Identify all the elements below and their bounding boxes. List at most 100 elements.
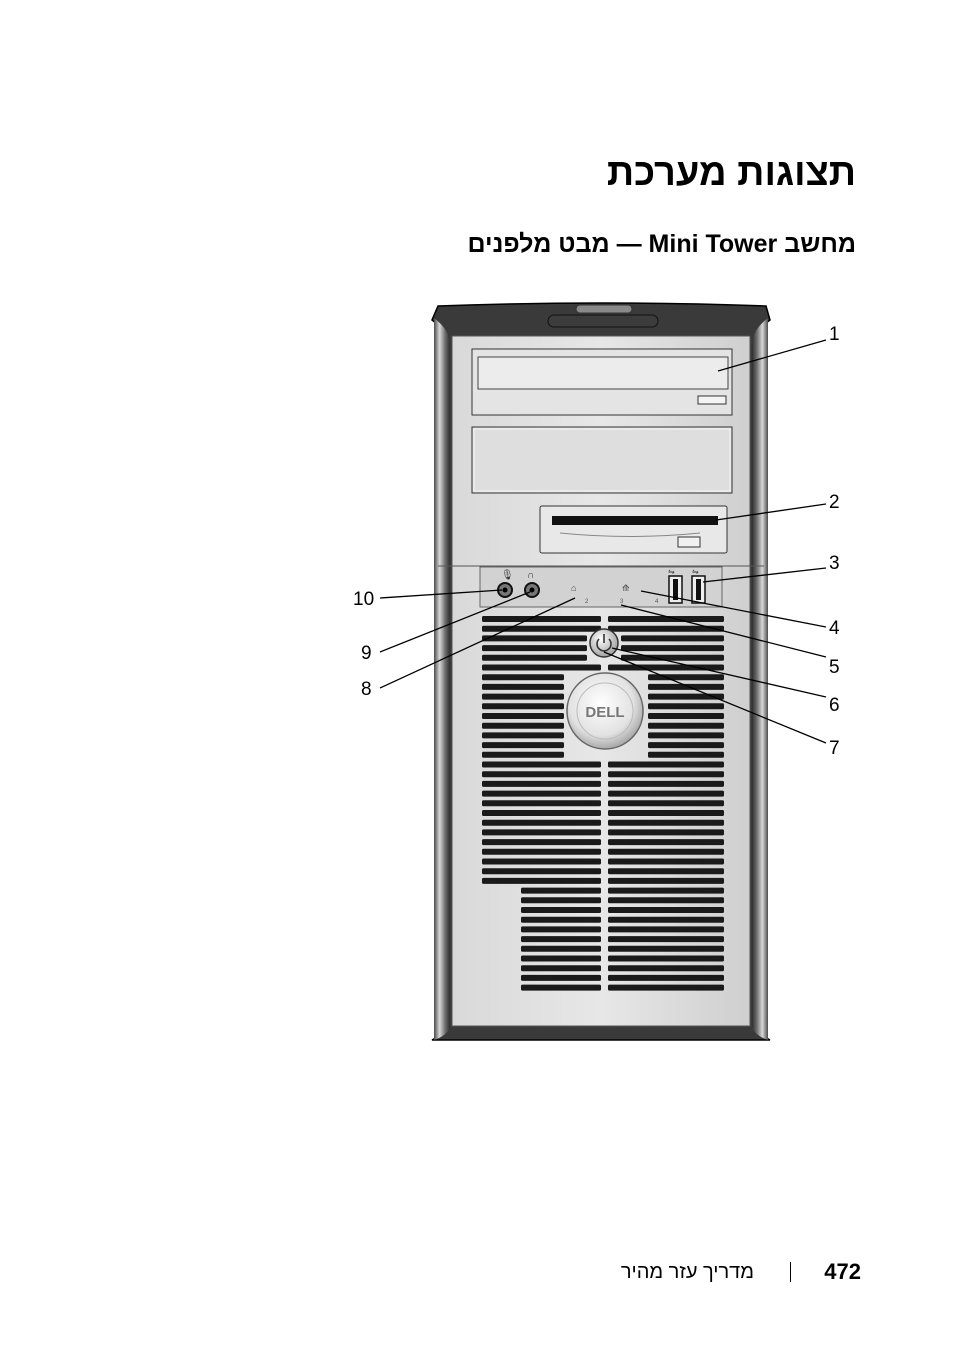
dell-logo-badge: DELL	[566, 672, 644, 750]
vent-slot	[648, 751, 724, 758]
callout-number-5: 5	[829, 657, 840, 678]
callout-number-8: 8	[361, 679, 372, 700]
vent-slot	[482, 664, 601, 671]
vent-slot	[482, 683, 564, 690]
vent-slot	[482, 771, 601, 778]
vent-slot	[608, 848, 724, 855]
vent-slot	[648, 703, 724, 710]
vent-slot	[482, 732, 564, 739]
callout-number-9: 9	[361, 643, 372, 664]
headphones-icon: ∩	[527, 570, 534, 581]
vent-slot	[521, 887, 601, 894]
vent-slot	[608, 897, 724, 904]
vent-slot	[521, 945, 601, 952]
usb-icon: ⇋	[692, 567, 699, 576]
network-icon: ⟰	[622, 583, 630, 593]
footer-separator	[790, 1262, 791, 1282]
vent-slot	[521, 897, 601, 904]
vent-slot	[608, 955, 724, 962]
dell-logo: DELL	[585, 704, 624, 721]
vent-slot	[521, 955, 601, 962]
vent-slot	[482, 751, 564, 758]
vent-slot	[608, 877, 724, 884]
vent-slot	[482, 722, 564, 729]
callout-number-2: 2	[829, 492, 840, 513]
vent-slot	[648, 693, 724, 700]
vent-slot	[608, 916, 724, 923]
vent-slot	[482, 625, 601, 632]
vent-slot	[482, 800, 601, 807]
vent-slot	[608, 790, 724, 797]
vent-slot	[608, 810, 724, 816]
vent-slot	[608, 761, 724, 768]
vent-slot	[608, 858, 724, 865]
vent-slot	[608, 945, 724, 952]
callout-leader-lines	[379, 339, 827, 744]
vent-slot	[482, 713, 564, 719]
vent-slot	[608, 771, 724, 778]
vent-slot	[648, 742, 724, 749]
callout-number-1: 1	[829, 324, 840, 345]
vent-slot	[482, 848, 601, 855]
optical-drive-bay-1	[471, 348, 733, 416]
callout-number-3: 3	[829, 553, 840, 574]
vent-slot	[482, 654, 587, 661]
section-subtitle: מחשב Mini Tower — מבט מלפנים	[467, 230, 856, 258]
vent-slot	[521, 916, 601, 923]
vent-slot	[482, 742, 564, 749]
vent-slot	[521, 926, 601, 933]
callout-number-10: 10	[353, 589, 374, 610]
vent-slot	[648, 722, 724, 729]
vent-slot	[482, 868, 601, 875]
vent-slot	[608, 800, 724, 807]
vent-slot	[608, 868, 724, 875]
vent-slot	[608, 616, 724, 622]
vent-slot	[482, 780, 601, 787]
vent-slot	[648, 683, 724, 690]
microphone-icon: 🎙	[501, 569, 514, 581]
vent-slot	[482, 674, 564, 681]
usb-icon: ⇋	[668, 567, 675, 576]
vent-slot	[482, 858, 601, 865]
ventilation-grille	[482, 616, 724, 991]
vent-slot	[482, 635, 587, 642]
vent-slot	[482, 839, 601, 846]
callout-number-4: 4	[829, 618, 840, 639]
diagnostic-led-number: 4	[655, 599, 659, 605]
power-icon	[596, 634, 612, 652]
computer-front-view-figure: 🎙 ∩ ⌂ ⟰ 2 3 4 ⇋ ⇋ DELL	[353, 302, 840, 1041]
floppy-drive	[539, 505, 728, 554]
vent-slot	[621, 635, 724, 642]
vent-slot	[608, 887, 724, 894]
callout-number-7: 7	[829, 738, 840, 759]
vent-slot	[521, 974, 601, 981]
vent-slot	[521, 936, 601, 943]
vent-slot	[608, 819, 724, 826]
front-io-panel: 🎙 ∩ ⌂ ⟰ 2 3 4 ⇋ ⇋	[479, 566, 723, 608]
vent-slot	[482, 790, 601, 797]
vent-slot	[608, 974, 724, 981]
hard-drive-activity-icon: ⌂	[571, 583, 576, 593]
vent-slot	[482, 645, 587, 652]
vent-slot	[482, 829, 601, 836]
vent-slot	[521, 907, 601, 913]
vent-slot	[621, 645, 724, 652]
callout-number-6: 6	[829, 695, 840, 716]
vent-slot	[608, 780, 724, 787]
diagnostic-led-number: 3	[620, 599, 624, 605]
vent-slot	[521, 965, 601, 972]
vent-slot	[608, 965, 724, 972]
optical-drive-bay-2	[471, 426, 733, 494]
vent-slot	[608, 829, 724, 836]
vent-slot	[482, 810, 601, 816]
vent-slot	[608, 926, 724, 933]
vent-slot	[608, 936, 724, 943]
diagnostic-led-number: 2	[585, 599, 589, 605]
vent-slot	[482, 877, 601, 884]
page-number: 472	[824, 1259, 861, 1284]
vent-slot	[648, 674, 724, 681]
vent-slot	[648, 713, 724, 719]
vent-slot	[608, 984, 724, 991]
vent-slot	[608, 907, 724, 913]
vent-slot	[648, 732, 724, 739]
